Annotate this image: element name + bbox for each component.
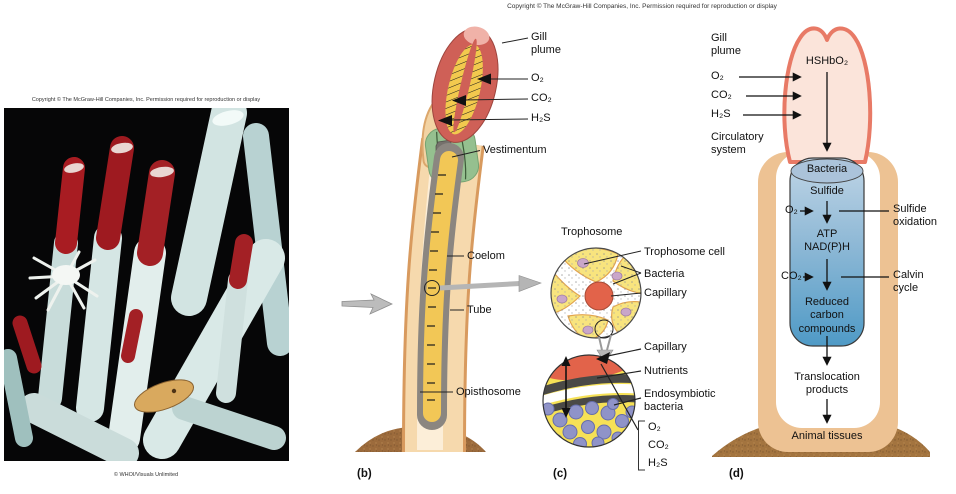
- photo-tube-openings: [64, 110, 244, 178]
- caption-b: (b): [357, 468, 372, 480]
- photo-red-plumes: [12, 136, 253, 374]
- label-trophosome-title: Trophosome: [561, 226, 623, 238]
- label-endosymbiotic-bacteria: Endosymbiotic bacteria: [644, 388, 716, 414]
- label-vestimentum: Vestimentum: [483, 144, 547, 156]
- label-opisthosome: Opisthosome: [456, 386, 521, 398]
- label-bacteria-c: Bacteria: [644, 268, 685, 280]
- label-co2-d: CO₂: [711, 89, 732, 101]
- label-sulfide-oxidation: Sulfide oxidation: [893, 203, 938, 229]
- caption-c: (c): [553, 468, 568, 480]
- photo-credit: © WHOI/Visuals Unlimited: [113, 472, 179, 478]
- gas-bracket: [638, 420, 645, 471]
- gill-plume-b: [431, 26, 499, 143]
- photo-white-tubes: [4, 108, 289, 461]
- label-hshbo2: HSHbO₂: [805, 55, 849, 67]
- label-trophosome-cell: Trophosome cell: [644, 246, 725, 258]
- label-nutrients: Nutrients: [644, 365, 689, 377]
- label-animal-tissues: Animal tissues: [791, 430, 863, 442]
- label-atp-nadph: ATP NAD(P)H: [804, 228, 850, 254]
- label-coelom: Coelom: [467, 250, 505, 262]
- label-tube: Tube: [467, 304, 492, 316]
- photo-crab: [28, 250, 99, 312]
- label-h2s-c: H₂S: [648, 457, 668, 469]
- tube-worm-photo: [4, 108, 289, 461]
- caption-d: (d): [729, 468, 744, 480]
- label-circulatory-system: Circulatory system: [711, 131, 764, 157]
- label-bacteria-d: Bacteria: [806, 163, 848, 175]
- pathway-illustration: [712, 26, 930, 457]
- label-capillary-bottom: Capillary: [644, 341, 687, 353]
- label-gill-plume-d: Gill plume: [711, 32, 741, 58]
- label-h2s-d: H₂S: [711, 108, 731, 120]
- label-co2-c: CO₂: [648, 439, 669, 451]
- pathway-arrows: [739, 72, 889, 424]
- photo-copyright: Copyright © The McGraw-Hill Companies, I…: [31, 97, 261, 103]
- label-h2s-b: H₂S: [531, 112, 551, 124]
- pointer-lines-c1: [583, 250, 642, 297]
- pointer-lines-b: [420, 37, 529, 393]
- label-translocation-products: Translocation products: [794, 371, 860, 397]
- label-o2-b: O₂: [531, 72, 544, 84]
- label-calvin-cycle: Calvin cycle: [893, 269, 924, 295]
- trophosome-circle-1: [550, 247, 642, 364]
- gas-arrowheads-b: [438, 73, 491, 126]
- zoom-callout-circle: [594, 319, 614, 339]
- photo-shell: [134, 379, 194, 413]
- trophosome-callout-circle: [424, 280, 440, 296]
- capillary-center: [584, 281, 614, 311]
- label-co2-b: CO₂: [531, 92, 552, 104]
- pointer-lines-c2: [596, 348, 642, 431]
- worm-illustration: [341, 26, 542, 453]
- segment-ticks: [427, 174, 446, 401]
- photo-to-worm-arrow: [341, 293, 393, 315]
- label-o2-c: O₂: [648, 421, 661, 433]
- figure-copyright: Copyright © The McGraw-Hill Companies, I…: [507, 3, 777, 10]
- worm-to-trophosome-arrow: [439, 281, 521, 291]
- label-gill-plume-b: Gill plume: [531, 31, 561, 57]
- trophosome-circle-2: [542, 348, 645, 471]
- label-reduced-carbon: Reduced carbon compounds: [798, 296, 856, 335]
- label-capillary-top: Capillary: [644, 287, 687, 299]
- label-co2-inner: CO₂: [781, 270, 802, 282]
- bacteria-oval: [790, 158, 864, 184]
- label-o2-d: O₂: [711, 70, 724, 82]
- label-o2-inner: O₂: [785, 204, 798, 216]
- label-sulfide: Sulfide: [810, 185, 844, 197]
